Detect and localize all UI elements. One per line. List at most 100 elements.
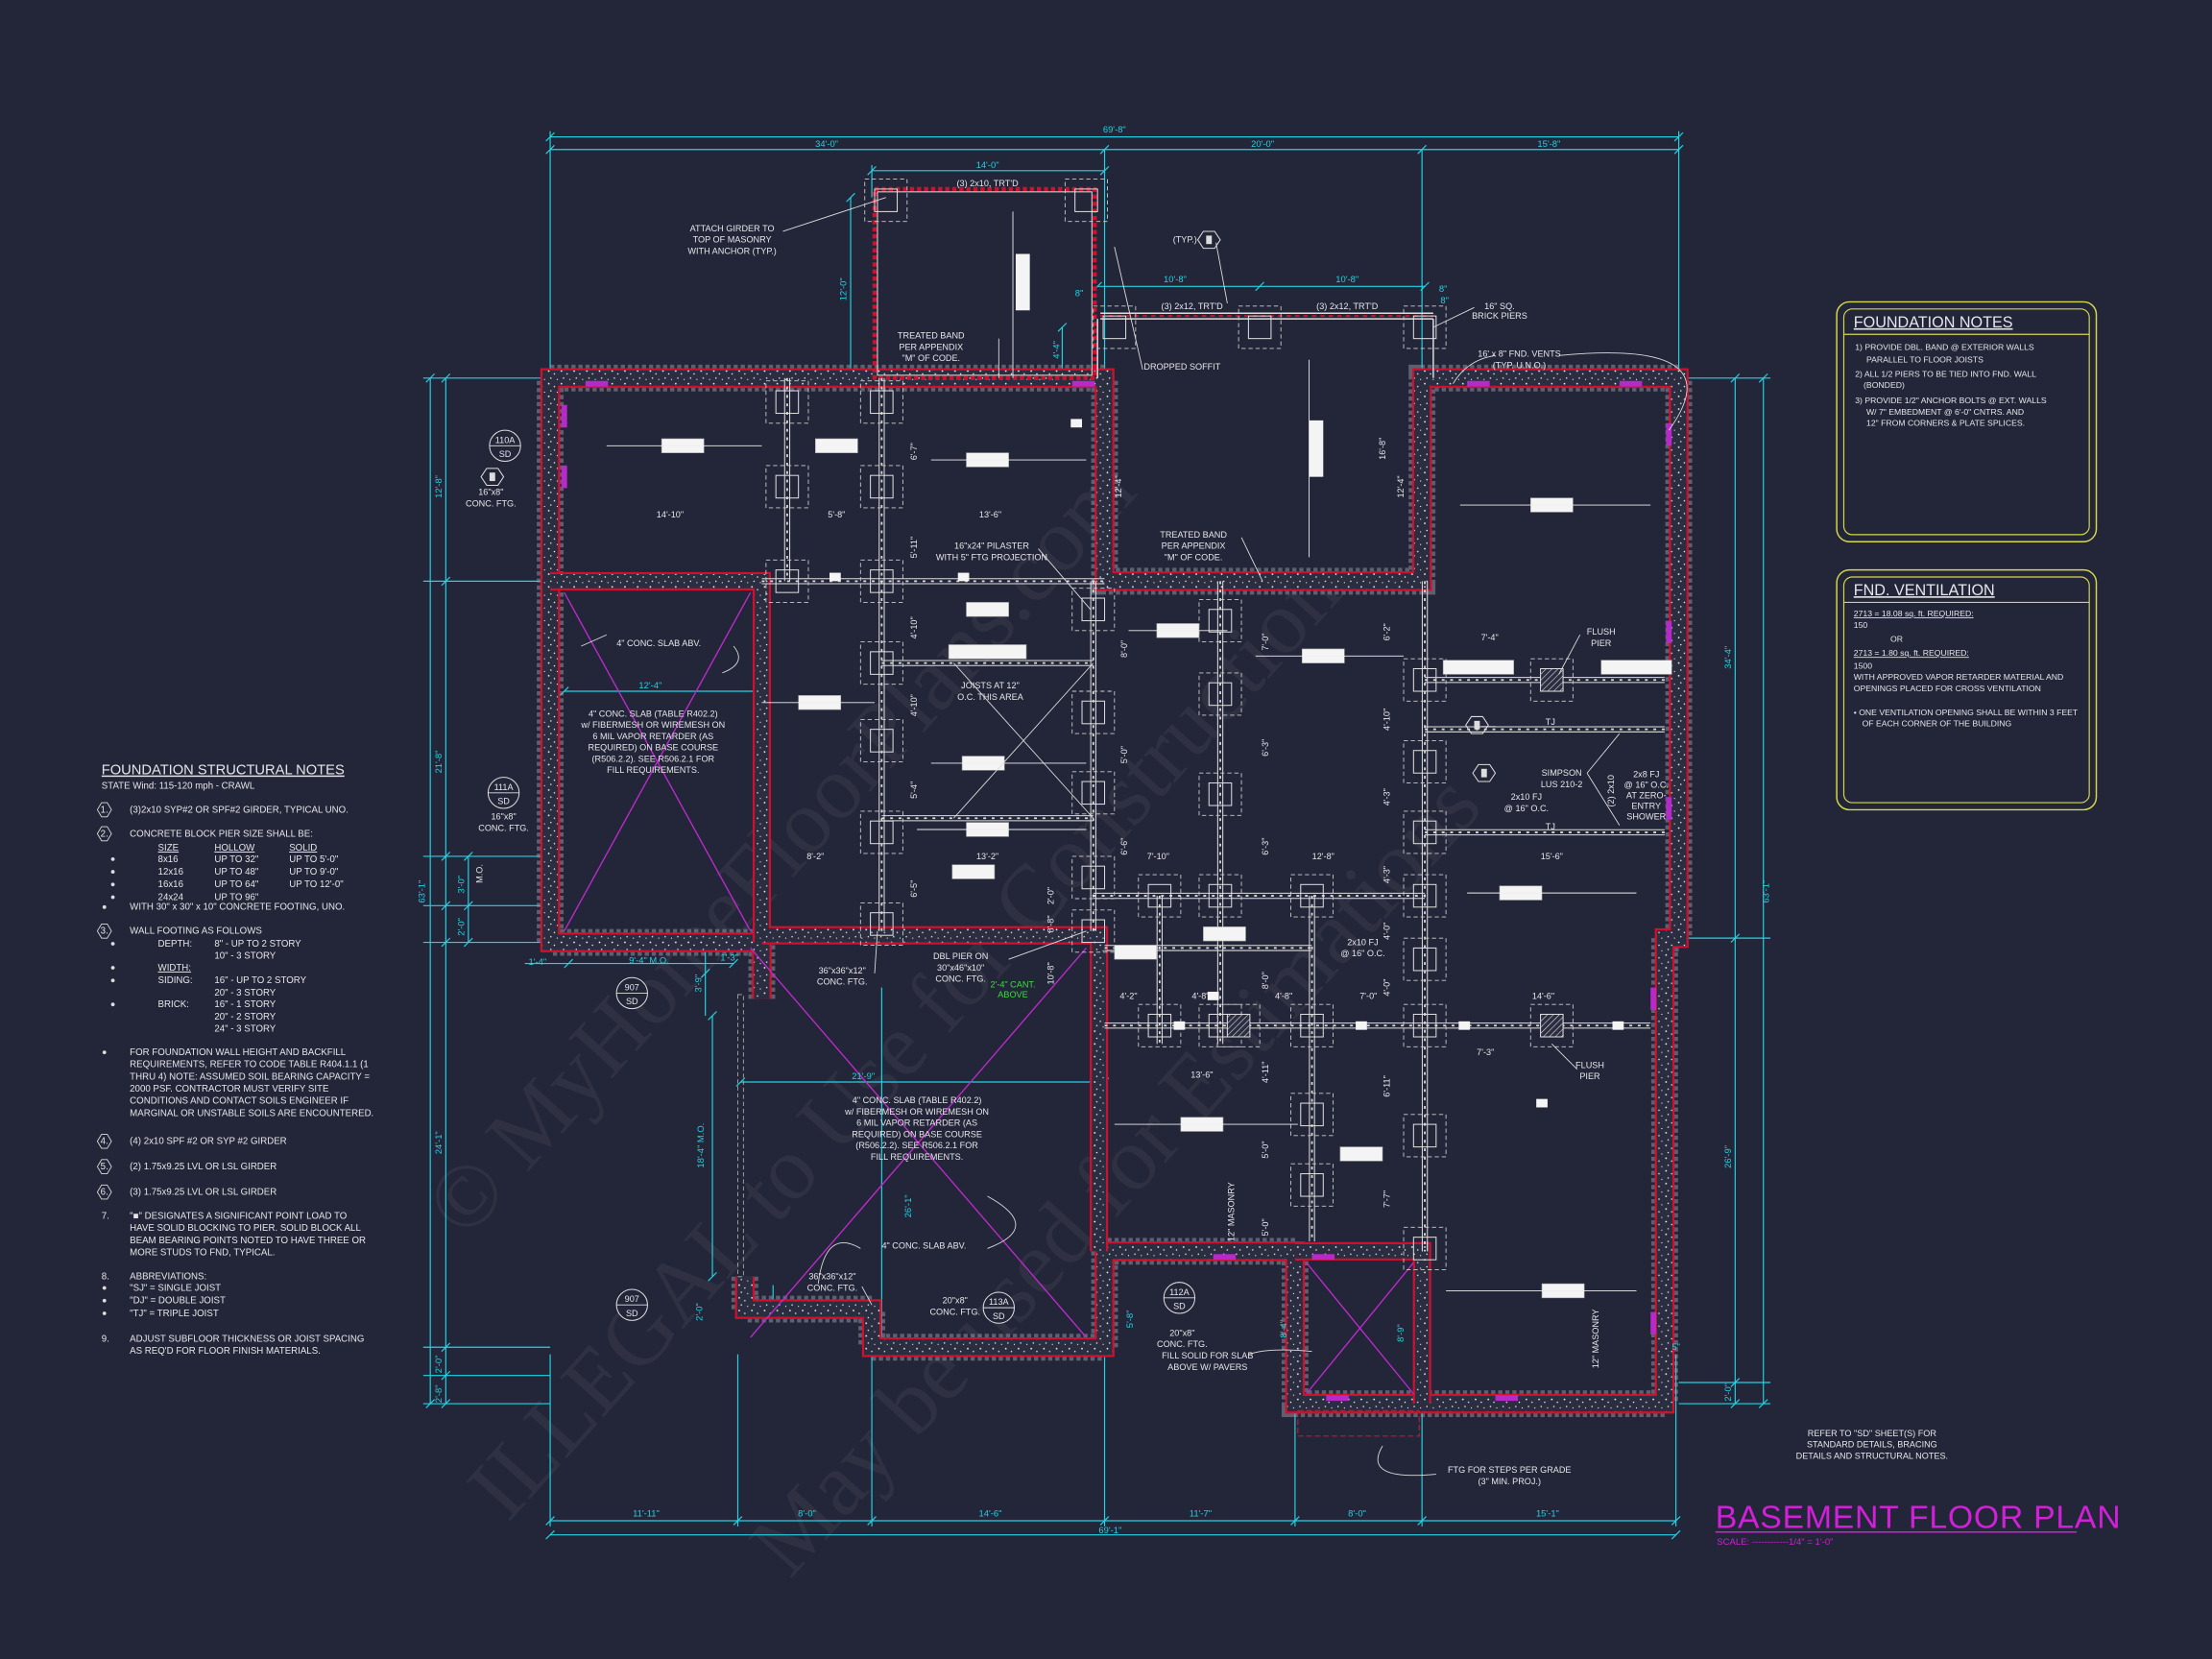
pier [874, 188, 899, 212]
note-text: WALL FOOTING AS FOLLOWS [130, 926, 262, 937]
detail-number: 113A [989, 1297, 1010, 1307]
pier [775, 569, 800, 593]
dimension-label: 63'-1" [416, 880, 426, 903]
box-line: 1) PROVIDE DBL. BAND @ EXTERIOR WALLS [1855, 342, 2034, 351]
dimension-label: 2'-0" [1722, 1383, 1733, 1402]
note-tag: 2. [101, 829, 108, 839]
box-title: FND. VENTILATION [1854, 582, 1995, 599]
plan-label: CONC. FTG. [478, 823, 529, 832]
bullet [110, 966, 115, 970]
leader-line [1248, 1349, 1312, 1356]
box-frame-inner [1842, 308, 2090, 536]
leader-line [1453, 354, 1496, 384]
note-tag-hex-icon [96, 1184, 112, 1200]
pier-footing [859, 718, 903, 762]
plan-label: 6 MIL VAPOR RETARDER (AS [592, 732, 713, 741]
dimension-label: 4'-8" [1191, 991, 1209, 1000]
dimension-tick [1099, 165, 1110, 176]
dimension-label: 3'-9" [692, 974, 703, 993]
foundation-vent [561, 465, 567, 489]
dimension-tick [1057, 323, 1068, 332]
dimension-label: 2'-0" [455, 918, 466, 936]
dimension-label: 14'-0" [976, 159, 999, 170]
detail-number: 907 [625, 983, 639, 993]
note-tag: 4. [101, 1137, 108, 1147]
plan-label: (3) 2x12, TRT'D [1316, 301, 1379, 311]
detail-number: 110A [495, 435, 517, 445]
girder-tag-mark [1474, 720, 1480, 730]
note-tag: 6. [101, 1188, 108, 1198]
plan-label: DETAILS AND STRUCTURAL NOTES. [1796, 1451, 1948, 1460]
pier [1208, 883, 1233, 908]
joist-span-label [1114, 945, 1158, 960]
plan-label: REQUIREMENTS, REFER TO CODE TABLE R404.1… [130, 1060, 369, 1070]
dimension-label: 13'-6" [1190, 1070, 1213, 1080]
note-tag: 3. [101, 926, 108, 937]
dimension-tick [464, 937, 473, 948]
plan-label: 2x10 FJ [1347, 937, 1378, 947]
plan-label: 2'-4" CANT. [991, 980, 1036, 990]
pier [1208, 781, 1233, 806]
table-cell: 16x16 [158, 879, 183, 890]
dimension-label: 6'-3" [1261, 739, 1270, 757]
dimension-tick [464, 901, 473, 911]
pier [1300, 883, 1324, 908]
plan-label: CONDITIONS AND CONTACT SOILS ENGINEER IF [130, 1096, 349, 1107]
flush-pier [1540, 1013, 1564, 1038]
plan-label: FLUSH [1587, 627, 1616, 637]
table-cell: UP TO 32" [214, 854, 259, 865]
plan-label: w/ FIBERMESH OR WIREMESH ON [844, 1107, 989, 1117]
dimension-label: 6'-5" [909, 880, 919, 898]
pier-footing [1071, 690, 1116, 734]
flush-pier [1540, 667, 1564, 692]
foundation-vent [561, 404, 567, 428]
box-line: OR [1890, 635, 1903, 644]
detail-bubble[interactable]: 110A SD [489, 429, 521, 463]
detail-sheet: SD [499, 449, 512, 459]
dimension-label: 7'-7" [1382, 1190, 1391, 1208]
dimension-label: 15'-6" [1541, 852, 1563, 861]
plan-label: ABOVE [998, 990, 1027, 999]
dimension-label: 6'-11" [1382, 1075, 1391, 1097]
detail-sheet: SD [1173, 1302, 1186, 1311]
pier [870, 569, 894, 593]
dimension-label: 4'-3" [1382, 788, 1391, 805]
foundation-wall [541, 370, 1687, 1412]
box-line: 12" FROM CORNERS & PLATE SPLICES. [1866, 419, 2025, 428]
dimension-label: 21'-8" [433, 751, 444, 774]
pier [1081, 597, 1106, 622]
plan-label: 2x8 FJ [1633, 770, 1659, 780]
foundation-vent [1650, 1311, 1657, 1335]
table-cell: 12x16 [158, 867, 183, 878]
plan-label: (3) 2x10, TRT'D [956, 179, 1019, 188]
slab-area-x-mark [564, 591, 752, 932]
plan-label: "SJ" = SINGLE JOIST [130, 1283, 221, 1293]
girder-tag-mark [1480, 768, 1487, 778]
box-line: • ONE VENTILATION OPENING SHALL BE WITHI… [1854, 708, 2079, 717]
dimension-label: 12'-4" [638, 680, 661, 690]
bullet [110, 882, 115, 887]
plan-label: (3) 1.75x9.25 LVL OR LSL GIRDER [130, 1188, 276, 1198]
slab-area-x-mark [1306, 1262, 1414, 1395]
dimension-tick [1673, 144, 1684, 155]
dimension-label: 1'-4" [528, 956, 546, 967]
dimension-label: 12'-8" [1312, 852, 1334, 861]
pier-footing [765, 380, 809, 424]
dimension-label: 6'-7" [909, 443, 919, 460]
table-cell: UP TO 48" [214, 867, 259, 878]
point-load-marker [830, 441, 843, 450]
box-line: W/ 7" EMBEDMENT @ 6'-0" CNTRS. AND [1866, 407, 2024, 417]
plan-label: 20"x8" [1169, 1329, 1194, 1338]
plan-label: TREATED BAND [898, 331, 965, 341]
point-load-marker [1612, 1021, 1624, 1030]
dimension-tick [708, 1011, 717, 1021]
pier-footing [1403, 874, 1447, 918]
plan-label: 20"x8" [943, 1296, 968, 1306]
